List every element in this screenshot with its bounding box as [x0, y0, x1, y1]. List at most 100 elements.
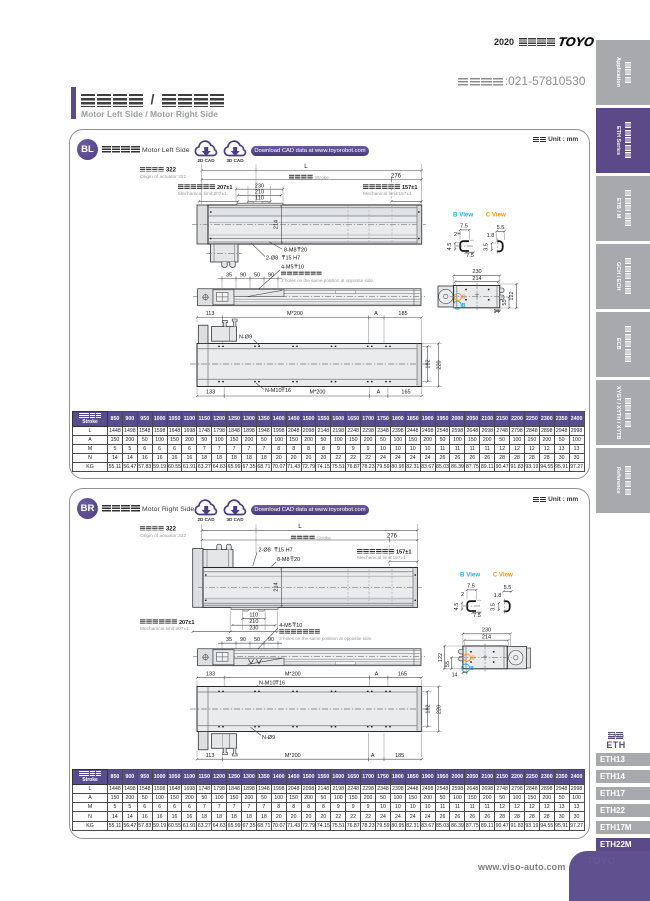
- svg-text:B: B: [470, 666, 474, 672]
- svg-text:7.5: 7.5: [466, 253, 474, 259]
- svg-text:2: 2: [454, 232, 457, 238]
- svg-text:C: C: [471, 655, 475, 661]
- svg-text:165: 165: [401, 389, 410, 395]
- svg-text:133: 133: [206, 671, 215, 677]
- svg-text:3D CAD: 3D CAD: [226, 517, 244, 522]
- svg-text:185: 185: [398, 311, 407, 317]
- svg-text:B View: B View: [453, 212, 473, 219]
- svg-text:220: 220: [437, 360, 443, 369]
- svg-text:5.5: 5.5: [504, 585, 512, 591]
- svg-text:4-M5: 4-M5: [279, 623, 292, 629]
- svg-text:113: 113: [206, 753, 215, 759]
- svg-text:M*200: M*200: [310, 389, 326, 395]
- svg-text:3.5: 3.5: [491, 603, 497, 611]
- svg-text:214: 214: [472, 276, 481, 282]
- svg-text:276: 276: [391, 173, 402, 179]
- svg-text:230: 230: [472, 269, 481, 275]
- svg-text:Stroke: Stroke: [315, 175, 329, 181]
- svg-text:50: 50: [254, 273, 260, 279]
- svg-text:214: 214: [274, 582, 280, 591]
- svg-text:7.5: 7.5: [473, 613, 481, 619]
- svg-text:210: 210: [249, 619, 258, 625]
- svg-text:322: 322: [166, 168, 177, 174]
- svg-text:4-M5: 4-M5: [281, 264, 294, 270]
- svg-text:Origin of actuator:322: Origin of actuator:322: [140, 174, 186, 180]
- svg-text:L: L: [298, 523, 302, 530]
- svg-text:4.5: 4.5: [447, 243, 453, 251]
- svg-text:A: A: [371, 753, 375, 759]
- svg-text:214: 214: [274, 220, 280, 229]
- svg-text:Mechanical limit:207±1: Mechanical limit:207±1: [140, 626, 189, 632]
- svg-text:220: 220: [437, 705, 443, 714]
- svg-text:B: B: [462, 303, 466, 309]
- svg-text:230: 230: [255, 183, 264, 189]
- svg-text:M*200: M*200: [287, 311, 303, 317]
- svg-text:210: 210: [255, 189, 264, 195]
- svg-text:157±1: 157±1: [402, 185, 418, 191]
- svg-text:C: C: [462, 295, 466, 301]
- svg-text:157±1: 157±1: [396, 550, 412, 556]
- svg-text:N-Ø9: N-Ø9: [239, 335, 252, 341]
- svg-text:3.5: 3.5: [484, 243, 490, 251]
- svg-text:L: L: [304, 163, 308, 170]
- svg-text:8-M8: 8-M8: [284, 248, 297, 254]
- svg-text:1.8: 1.8: [494, 593, 502, 599]
- svg-text:20: 20: [294, 557, 300, 563]
- svg-text:15 H7: 15 H7: [278, 548, 293, 554]
- svg-text:3D CAD: 3D CAD: [226, 158, 244, 163]
- svg-text:230: 230: [249, 626, 258, 632]
- svg-text:2D CAD: 2D CAD: [197, 517, 215, 522]
- svg-text:N-Ø9: N-Ø9: [262, 735, 275, 741]
- svg-text:C View: C View: [486, 212, 506, 219]
- svg-text:122: 122: [438, 653, 444, 662]
- svg-text:14: 14: [452, 673, 458, 679]
- svg-text:207±1: 207±1: [179, 620, 195, 626]
- svg-text:90: 90: [240, 637, 246, 643]
- svg-text:A: A: [377, 389, 381, 395]
- svg-text:16: 16: [285, 388, 291, 394]
- svg-text:110: 110: [255, 196, 264, 202]
- svg-text:2-Ø8: 2-Ø8: [266, 256, 278, 262]
- svg-text:Mechanical limit:157±1: Mechanical limit:157±1: [357, 555, 406, 561]
- svg-text:2 holes on the same position a: 2 holes on the same position at opposite…: [279, 636, 372, 641]
- svg-text:2D CAD: 2D CAD: [197, 158, 215, 163]
- svg-text:M*200: M*200: [285, 753, 301, 759]
- svg-text:182: 182: [426, 704, 432, 713]
- svg-text:110: 110: [249, 613, 258, 619]
- svg-text:14: 14: [494, 309, 500, 315]
- svg-text:15 H7: 15 H7: [286, 256, 301, 262]
- svg-text:2: 2: [461, 592, 464, 598]
- svg-text:5.5: 5.5: [497, 225, 505, 231]
- svg-text:B View: B View: [460, 572, 480, 579]
- svg-text:185: 185: [395, 753, 404, 759]
- svg-text:2-Ø8: 2-Ø8: [259, 548, 271, 554]
- svg-text:55: 55: [502, 299, 508, 305]
- svg-text:A: A: [374, 311, 378, 317]
- svg-text:165: 165: [398, 671, 407, 677]
- svg-text:2 holes on the same position a: 2 holes on the same position at opposite…: [281, 278, 374, 283]
- svg-text:113: 113: [206, 311, 215, 317]
- svg-text:4.5: 4.5: [454, 603, 460, 611]
- svg-text:276: 276: [387, 534, 398, 540]
- svg-text:10: 10: [296, 623, 302, 629]
- svg-text:90: 90: [240, 273, 246, 279]
- svg-text:A: A: [375, 671, 379, 677]
- svg-text:182: 182: [426, 359, 432, 368]
- svg-text:N-M10: N-M10: [259, 681, 276, 687]
- svg-text:Mechanical limit:207±1: Mechanical limit:207±1: [178, 191, 227, 197]
- svg-text:N-M10: N-M10: [265, 388, 282, 394]
- svg-text:10: 10: [298, 264, 304, 270]
- svg-text:8-M8: 8-M8: [277, 557, 290, 563]
- svg-text:55: 55: [445, 661, 451, 667]
- svg-text:M*200: M*200: [285, 671, 301, 677]
- svg-text:35: 35: [226, 637, 232, 643]
- svg-text:322: 322: [166, 527, 177, 533]
- svg-text:20: 20: [301, 248, 307, 254]
- svg-text:133: 133: [206, 389, 215, 395]
- svg-text:90: 90: [268, 637, 274, 643]
- svg-text:230: 230: [482, 627, 491, 633]
- svg-text:Mechanical limit:157±1: Mechanical limit:157±1: [363, 191, 412, 197]
- svg-text:7.5: 7.5: [467, 583, 475, 589]
- svg-text:50: 50: [254, 637, 260, 643]
- svg-text:1.8: 1.8: [487, 233, 495, 239]
